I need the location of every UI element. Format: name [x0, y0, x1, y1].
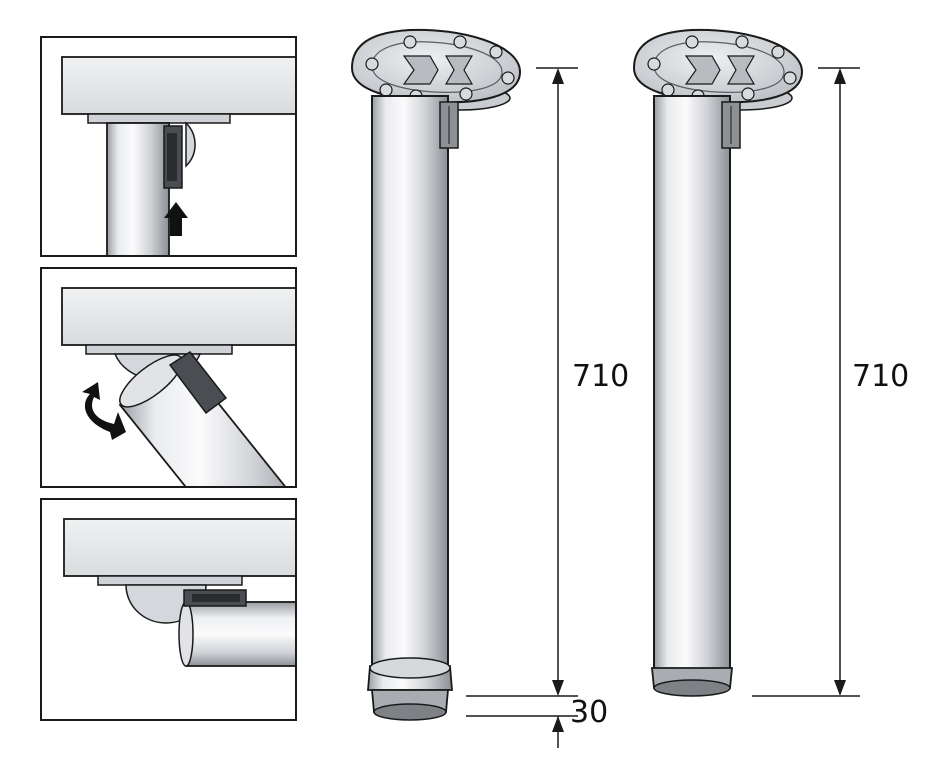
leg-tube	[185, 601, 296, 667]
leg-tube	[653, 95, 731, 675]
leg-tube	[106, 122, 170, 256]
panel-frame	[40, 36, 297, 257]
step-panel-fold-leg-flat	[40, 498, 297, 721]
table-top	[61, 287, 296, 346]
mounting-plate	[85, 344, 233, 355]
step-panel-insert-clip	[40, 36, 297, 257]
table-top	[63, 518, 296, 577]
clip-bracket	[168, 350, 228, 415]
panel-frame	[40, 498, 297, 721]
dimension-leg-a	[466, 67, 578, 748]
table-leg-fixed	[632, 28, 804, 697]
leg-tube	[371, 95, 449, 669]
table-top	[61, 56, 296, 115]
step-panel-swing-leg	[40, 267, 297, 488]
table-leg-adjustable	[350, 28, 522, 721]
up-arrow-icon	[164, 202, 188, 236]
foot-dimension-label: 30	[570, 695, 608, 730]
panel-frame	[40, 267, 297, 488]
mounting-plate	[97, 575, 243, 586]
dimension-leg-b	[752, 67, 860, 697]
height-dimension-label: 710	[852, 359, 909, 394]
height-dimension-label: 710	[572, 359, 629, 394]
curved-arrow-icon	[82, 382, 126, 440]
mounting-plate	[87, 113, 231, 124]
